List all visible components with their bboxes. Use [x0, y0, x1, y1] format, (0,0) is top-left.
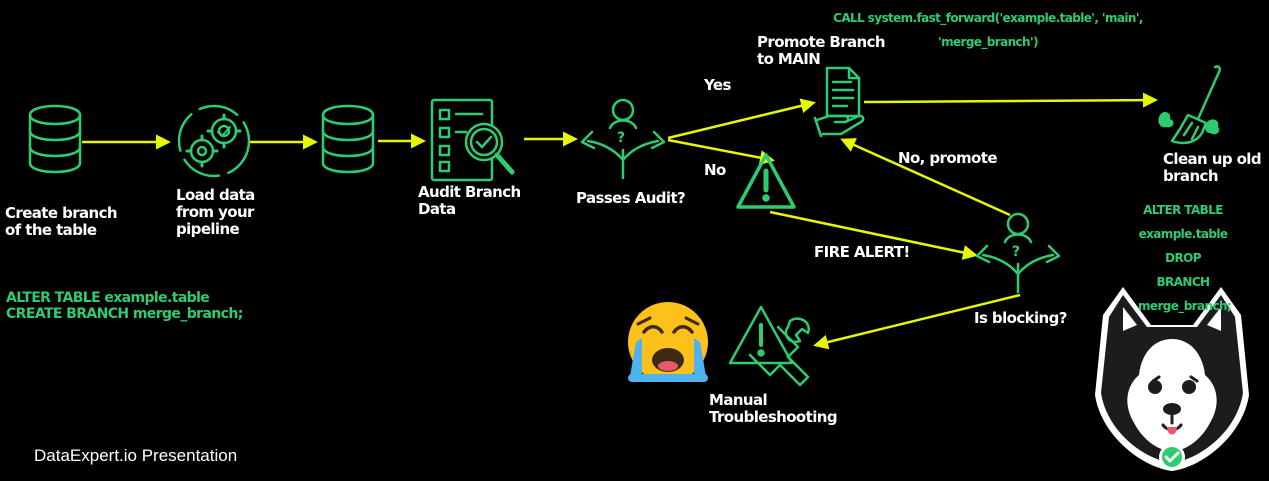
fast-forward-sql: CALL system.fast_forward('example.table'…: [833, 11, 1143, 49]
svg-text:?: ?: [617, 130, 625, 146]
no-promote-edge-label: No, promote: [898, 149, 998, 167]
audit-branch-label: Audit Branch Data: [418, 183, 521, 218]
passes-audit-label: Passes Audit?: [576, 189, 686, 207]
gears-icon: [177, 104, 251, 178]
arrow-fire-alert: [769, 210, 978, 260]
database-icon: [321, 104, 375, 174]
svg-text:?: ?: [1012, 244, 1020, 260]
decision-icon: ?: [975, 212, 1061, 294]
promote-branch-label: Promote Branch to MAIN: [757, 33, 886, 68]
document-hand-icon: [813, 66, 865, 138]
create-branch-sql: ALTER TABLE example.table CREATE BRANCH …: [6, 290, 243, 322]
crying-face-icon: [628, 302, 708, 382]
clean-up-label: Clean up old branch: [1163, 150, 1262, 185]
create-branch-label: Create branch of the table: [5, 204, 118, 239]
load-data-label: Load data from your pipeline: [176, 186, 255, 238]
broom-icon: [1158, 65, 1222, 145]
footer-caption: DataExpert.io Presentation: [34, 446, 238, 465]
drop-branch-sql: ALTER TABLE example.table DROP BRANCH me…: [1138, 203, 1232, 313]
wrench-warning-icon: [728, 305, 810, 387]
arrow-blocking-to-manual: [813, 293, 1021, 350]
husky-logo: [1095, 287, 1249, 471]
audit-checklist-icon: [430, 98, 515, 182]
no-edge-label: No: [704, 161, 726, 179]
arrow-no: [667, 138, 775, 166]
database-icon: [28, 104, 82, 174]
arrow-no-promote: [840, 138, 1011, 217]
arrow-yes: [667, 98, 816, 140]
fire-alert-edge-label: FIRE ALERT!: [814, 243, 910, 261]
manual-troubleshooting-label: Manual Troubleshooting: [709, 391, 838, 426]
decision-icon: ?: [580, 98, 666, 180]
arrow-promote-to-cleanup: [863, 92, 1158, 108]
is-blocking-label: Is blocking?: [974, 309, 1067, 327]
yes-edge-label: Yes: [704, 76, 731, 94]
warning-icon: [736, 153, 796, 209]
